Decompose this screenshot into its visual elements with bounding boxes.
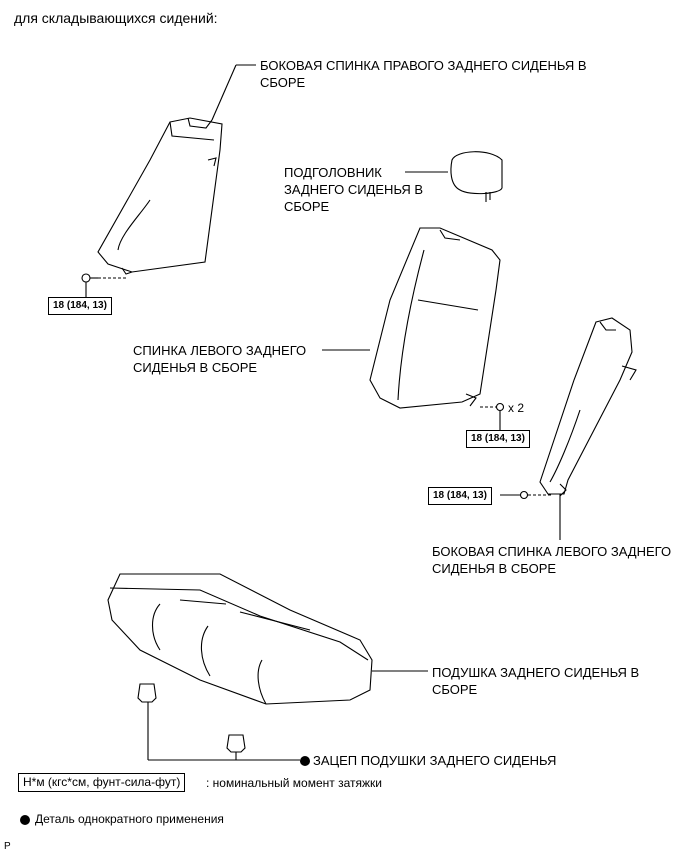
label-right-side-back-2: СБОРЕ — [260, 75, 306, 90]
right-side-seatback-drawing — [97, 117, 223, 275]
label-cushion-1: ПОДУШКА ЗАДНЕГО СИДЕНЬЯ В — [432, 665, 640, 680]
bolt-left-side — [500, 490, 552, 500]
torque-left-side: 18 (184, 13) — [428, 487, 492, 505]
legend-torque-unit: Н*м (кгс*см, фунт-сила-фут) — [18, 773, 186, 792]
hook-1 — [137, 683, 157, 760]
single-use-dot-legend — [20, 815, 30, 825]
label-headrest-2: ЗАДНЕГО СИДЕНЬЯ В — [284, 182, 424, 197]
bolt-right-side — [81, 273, 128, 297]
label-left-side-back-2: СИДЕНЬЯ В СБОРЕ — [432, 561, 557, 576]
left-side-seatback-drawing — [539, 317, 637, 497]
label-right-side-back-1: БОКОВАЯ СПИНКА ПРАВОГО ЗАДНЕГО СИДЕНЬЯ В — [260, 58, 587, 73]
label-headrest-3: СБОРЕ — [284, 199, 330, 214]
bolt-seatback — [480, 402, 505, 430]
bolt-quantity: x 2 — [508, 401, 525, 415]
left-seatback-drawing — [369, 227, 501, 409]
torque-seatback: 18 (184, 13) — [466, 430, 530, 448]
footer-code: P — [4, 841, 11, 852]
cushion-drawing — [107, 573, 373, 705]
label-headrest-1: ПОДГОЛОВНИК — [284, 165, 382, 180]
label-cushion-2: СБОРЕ — [432, 682, 478, 697]
torque-right-side: 18 (184, 13) — [48, 297, 112, 315]
legend-single-use: Деталь однократного применения — [35, 812, 224, 826]
label-cushion-hook: ЗАЦЕП ПОДУШКИ ЗАДНЕГО СИДЕНЬЯ — [313, 753, 557, 768]
legend-torque-desc: : номинальный момент затяжки — [206, 776, 382, 790]
label-left-seatback-1: СПИНКА ЛЕВОГО ЗАДНЕГО — [133, 343, 307, 358]
label-left-side-back-1: БОКОВАЯ СПИНКА ЛЕВОГО ЗАДНЕГО — [432, 544, 672, 559]
page-title: для складывающихся сидений: — [14, 10, 218, 26]
headrest-drawing — [450, 151, 503, 202]
single-use-dot-hook — [300, 756, 310, 766]
label-left-seatback-2: СИДЕНЬЯ В СБОРЕ — [133, 360, 258, 375]
hook-2 — [226, 734, 246, 760]
leader-right-side-diag — [211, 64, 237, 121]
